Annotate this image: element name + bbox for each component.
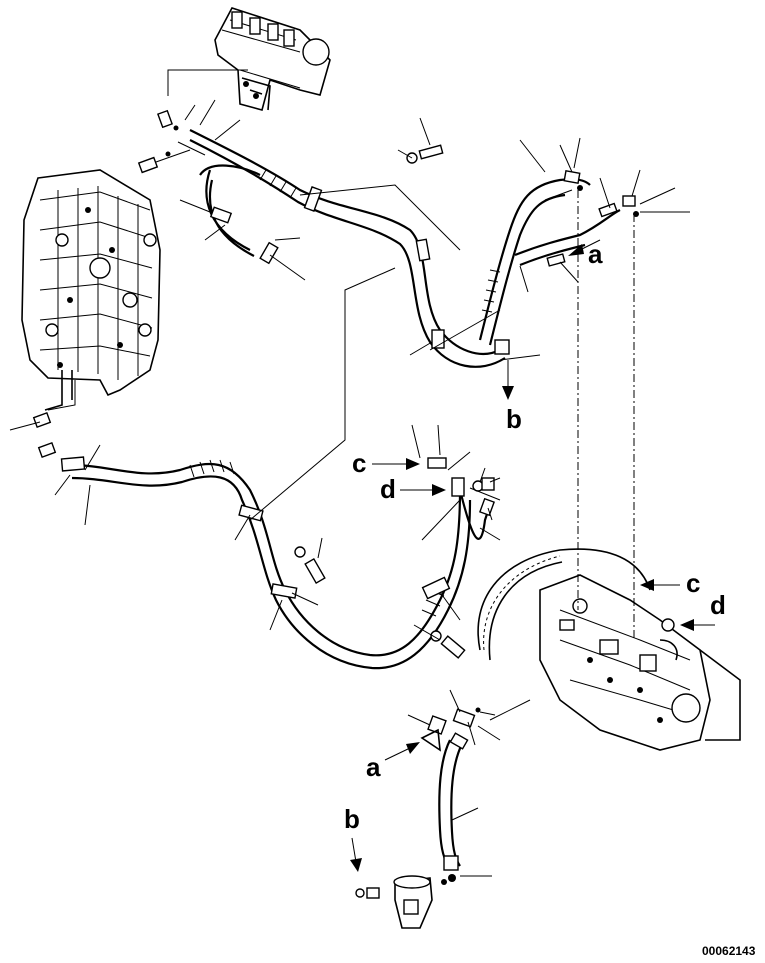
callout-arrows [350,239,715,872]
callout-a-low: a [366,752,381,782]
drain-hose-assembly [407,689,501,882]
lower-hose-bundle [60,456,495,670]
leader-lines [54,99,690,641]
bottom-fitting [355,875,447,929]
callout-d-mid: d [380,474,396,504]
upper-hose-bundle [189,129,639,368]
callout-c-mid: c [352,448,366,478]
callout-a-top: a [588,239,603,269]
pump-assembly [477,548,741,751]
callout-b-low: b [344,804,360,834]
control-valve-assembly [21,169,161,411]
callout-d-pump: d [710,590,726,620]
solenoid-valve-assembly [214,7,331,111]
fittings-top-left [9,109,191,458]
callout-b-top: b [506,404,522,434]
leader-solenoid [167,69,248,96]
callout-c-pump: c [686,568,700,598]
drawing-number: 00062143 [702,944,756,958]
